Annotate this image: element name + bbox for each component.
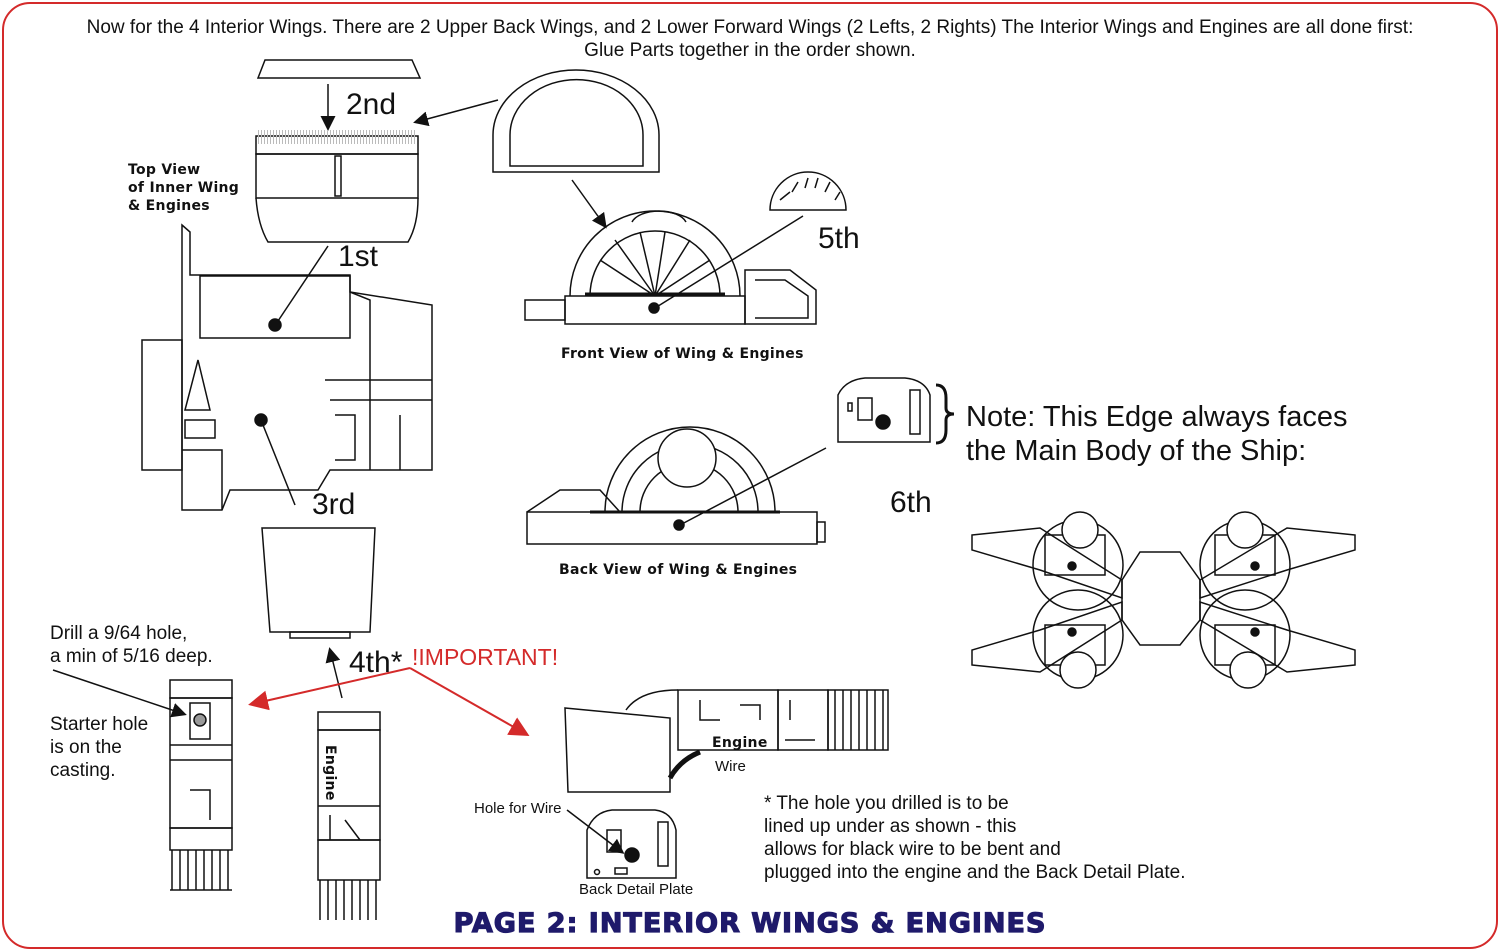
back-view-label: Back View of Wing & Engines bbox=[559, 562, 798, 578]
starter-line: is on the bbox=[50, 737, 122, 758]
engine-vertical-label: Engine bbox=[322, 745, 338, 801]
back-view-assembly bbox=[526, 426, 826, 545]
engine-left bbox=[169, 679, 233, 891]
wire-label: Wire bbox=[715, 758, 746, 775]
wing-upper-left bbox=[971, 511, 1124, 611]
arrow-4th bbox=[325, 647, 343, 699]
footnote: * The hole you drilled is to be lined up… bbox=[764, 792, 1185, 884]
back-detail-plate-bottom bbox=[586, 809, 677, 879]
intro-line-2: Glue Parts together in the order shown. bbox=[584, 40, 916, 61]
step-4th: 4th* bbox=[349, 646, 403, 679]
note-text: Note: This Edge always faces the Main Bo… bbox=[966, 401, 1348, 467]
inner-wing-top-view bbox=[141, 223, 433, 511]
drill-line: a min of 5/16 deep. bbox=[50, 646, 213, 667]
starter-line: casting. bbox=[50, 760, 116, 781]
front-view-assembly bbox=[524, 210, 817, 325]
footnote-line: plugged into the engine and the Back Det… bbox=[764, 862, 1186, 883]
engine-housing-top bbox=[255, 130, 419, 243]
wing-lower-left bbox=[971, 589, 1124, 689]
step-5th: 5th bbox=[818, 222, 860, 255]
small-fan-part bbox=[769, 171, 847, 211]
pointer-5th bbox=[654, 215, 804, 309]
arrow-hole-for-wire bbox=[566, 809, 625, 854]
front-view-label: Front View of Wing & Engines bbox=[561, 346, 804, 362]
step-6th: 6th bbox=[890, 486, 932, 519]
top-view-line: & Engines bbox=[128, 198, 210, 214]
step-2nd: 2nd bbox=[346, 88, 397, 121]
step-1st: 1st bbox=[338, 240, 379, 273]
hole-for-wire-label: Hole for Wire bbox=[474, 800, 562, 817]
back-detail-plate-label: Back Detail Plate bbox=[579, 881, 694, 898]
footnote-line: lined up under as shown - this bbox=[764, 816, 1017, 837]
top-cap-part bbox=[256, 59, 422, 79]
pointer-1st bbox=[275, 245, 329, 325]
engine-with-wire bbox=[564, 689, 889, 793]
top-view-line: Top View bbox=[128, 162, 201, 178]
intro-text: Now for the 4 Interior Wings. There are … bbox=[0, 16, 1500, 62]
arrow-dome-down bbox=[571, 179, 607, 229]
engine-center bbox=[317, 711, 381, 920]
top-view-line: of Inner Wing bbox=[128, 180, 240, 196]
important-label: !IMPORTANT! bbox=[412, 644, 559, 670]
arrow-dome bbox=[413, 99, 499, 127]
brace-icon bbox=[935, 383, 955, 445]
engine-label: Engine bbox=[712, 735, 768, 751]
pointer-6th bbox=[679, 447, 827, 526]
dome-part bbox=[492, 69, 660, 173]
footnote-line: allows for black wire to be bent and bbox=[764, 839, 1061, 860]
arrow-drill bbox=[52, 669, 187, 718]
footnote-line: * The hole you drilled is to be bbox=[764, 793, 1009, 814]
engine-housing-bottom bbox=[261, 527, 376, 639]
starter-hole-note: Starter hole is on the casting. bbox=[50, 713, 148, 782]
intro-line-1: Now for the 4 Interior Wings. There are … bbox=[86, 17, 1414, 38]
back-detail-plate-6th bbox=[837, 377, 931, 443]
ship-layout-diagram bbox=[971, 511, 1356, 689]
top-view-label: Top View of Inner Wing & Engines bbox=[128, 161, 239, 215]
drill-instruction: Drill a 9/64 hole, a min of 5/16 deep. bbox=[50, 622, 213, 668]
drill-line: Drill a 9/64 hole, bbox=[50, 623, 188, 644]
wing-upper-right bbox=[1199, 511, 1356, 611]
important-arrows bbox=[248, 667, 530, 736]
wing-lower-right bbox=[1199, 589, 1356, 689]
starter-line: Starter hole bbox=[50, 714, 149, 735]
pointer-3rd bbox=[260, 419, 296, 506]
step-3rd: 3rd bbox=[312, 488, 356, 521]
page-title: PAGE 2: INTERIOR WINGS & ENGINES bbox=[453, 907, 1047, 939]
